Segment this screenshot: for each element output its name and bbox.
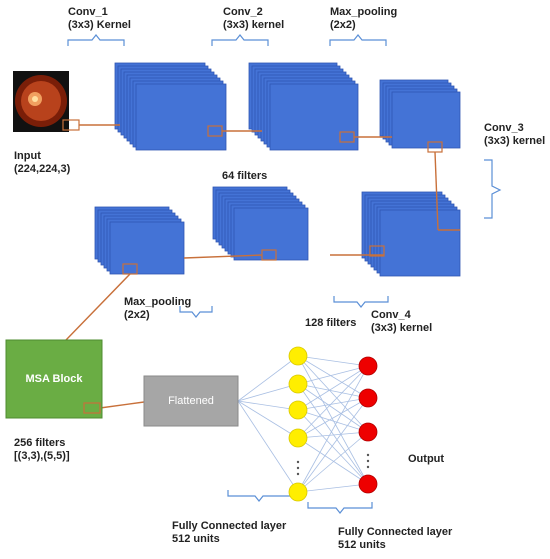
connector-line-7 (183, 254, 263, 259)
conv3-kernel-marker (369, 245, 385, 257)
fc1-label: Fully Connected layer 512 units (172, 520, 287, 545)
fc2-brace (307, 502, 373, 514)
filters64-label: 64 filters (222, 170, 268, 182)
msa-block (5, 339, 103, 419)
conv4-brace (333, 296, 389, 308)
conv4-label: Conv_4 (3x3) kernel (371, 309, 433, 334)
maxpool1-brace (329, 34, 387, 46)
fc1-brace (227, 490, 291, 502)
maxpool2-stack (94, 206, 185, 275)
conv3-label: Conv_3 (3x3) kernel (484, 122, 546, 147)
conv2-label: Conv_2 (3x3) kernel (223, 6, 285, 31)
fc2-ellipsis-dot (366, 465, 370, 469)
filters256-label: 256 filters [(3,3),(5,5)] (14, 437, 70, 462)
fc2-node-3 (358, 422, 378, 442)
fc2-ellipsis-dot (366, 459, 370, 463)
fc1-ellipsis-dot (296, 472, 300, 476)
fc2-ellipsis-dot (366, 453, 370, 457)
flattened-block (143, 375, 239, 427)
maxpool2-brace (179, 306, 213, 318)
fc2-node-2 (358, 388, 378, 408)
retina-image-icon (13, 71, 80, 132)
connector-line-9 (99, 401, 145, 409)
msa-kernel-marker (83, 402, 101, 414)
fc-connections (237, 355, 369, 493)
filters128-label: 128 filters (305, 317, 357, 329)
fc1-node-5 (288, 482, 308, 502)
conv2-stack (248, 62, 359, 151)
fc1-node-3 (288, 400, 308, 420)
connector-line-8 (65, 273, 131, 341)
output-label: Output (408, 453, 445, 465)
fc-nodes (288, 346, 378, 502)
fc2-node-1 (358, 356, 378, 376)
conv1-label: Conv_1 (3x3) Kernel (68, 6, 131, 31)
connector-line-4 (434, 151, 439, 231)
flattened-label: Flattened (168, 395, 214, 407)
fc1-node-4 (288, 428, 308, 448)
conv2b-stack (212, 186, 309, 261)
conv3-brace (484, 159, 502, 219)
fc1-ellipsis-dot (296, 466, 300, 470)
fc2-label: Fully Connected layer 512 units (338, 526, 453, 551)
maxpool1-stack (379, 79, 461, 149)
conv1-brace (67, 34, 125, 46)
feature-map-stacks (94, 62, 461, 277)
conv3-stack (361, 191, 461, 277)
maxpool2-label: Max_pooling (2x2) (124, 296, 192, 321)
fc1-ellipsis-dot (296, 460, 300, 464)
input-label: Input (224,224,3) (14, 150, 71, 175)
conv1-stack (114, 62, 227, 151)
maxpool1-label: Max_pooling (2x2) (330, 6, 398, 31)
fc1-node-2 (288, 374, 308, 394)
msa-block-label: MSA Block (25, 373, 83, 385)
conv2-brace (211, 34, 269, 46)
fc1-node-1 (288, 346, 308, 366)
connector-lines (65, 124, 460, 409)
fc2-node-4 (358, 474, 378, 494)
